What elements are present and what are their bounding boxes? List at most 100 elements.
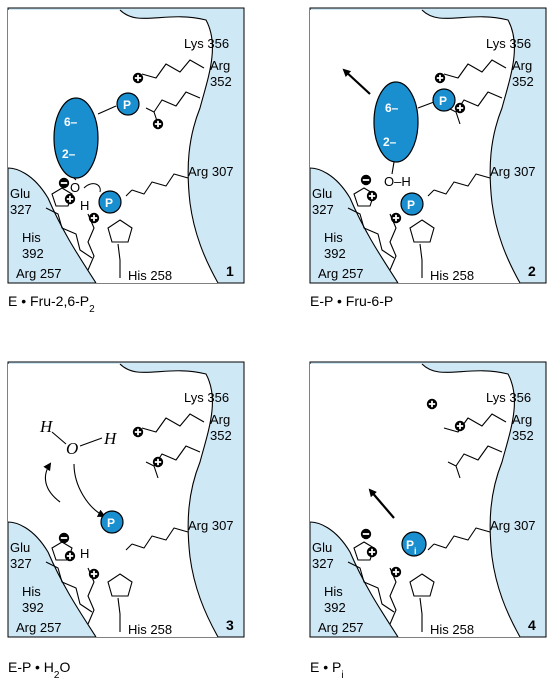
label-glu-b: 327 <box>10 202 32 217</box>
caption-panel-3: E-P • H2O <box>8 659 70 680</box>
label-his-392b: 392 <box>22 600 44 615</box>
phosphate-top-label: P <box>123 98 131 112</box>
label-arg-352b: 352 <box>512 74 534 89</box>
plus-circle-icon <box>132 426 144 438</box>
label-lys-356: Lys 356 <box>184 36 229 51</box>
hydroxyl-label: O–H <box>384 174 411 189</box>
phosphate-top-label: P <box>439 94 447 108</box>
panel-number: 1 <box>226 263 234 279</box>
plus-circle-icon <box>434 72 446 84</box>
label-glu-a: Glu <box>312 540 332 555</box>
label-lys-356: Lys 356 <box>486 390 531 405</box>
panel-2: 6– 2– P P O–H Lys 356 Arg 352 Arg 307 Gl… <box>309 7 547 284</box>
label-his-258: His 258 <box>128 268 172 283</box>
phosphate-inorganic <box>401 531 427 557</box>
plus-circle-icon <box>366 190 378 202</box>
plus-circle-icon <box>88 212 100 224</box>
water-h2: H <box>103 429 118 448</box>
label-arg-257: Arg 257 <box>318 620 364 635</box>
hydrogen-label: H <box>80 546 89 561</box>
label-arg-307: Arg 307 <box>490 518 536 533</box>
label-arg-307: Arg 307 <box>188 518 234 533</box>
hydrogen-label: H <box>80 198 89 213</box>
plus-circle-icon <box>152 456 164 468</box>
label-his-258: His 258 <box>430 622 474 637</box>
label-arg-257: Arg 257 <box>16 266 62 281</box>
label-his-392a: His <box>324 584 343 599</box>
phosphate-label: P <box>107 516 115 530</box>
plus-circle-icon <box>426 398 438 410</box>
arrow-icon <box>368 488 395 519</box>
caption-panel-1: E • Fru-2,6-P2 <box>8 293 95 315</box>
phosphate-bottom <box>400 192 424 216</box>
phosphate-bottom-label: P <box>105 196 113 210</box>
curved-arrow-icon <box>43 462 61 503</box>
label-arg-307: Arg 307 <box>490 164 536 179</box>
ellipse-top-charge: 6– <box>64 115 78 129</box>
label-arg-307: Arg 307 <box>188 164 234 179</box>
panel-number: 4 <box>528 617 536 633</box>
plus-circle-icon <box>132 72 144 84</box>
label-arg-352a: Arg <box>210 412 230 427</box>
label-arg-352b: 352 <box>210 428 232 443</box>
panel-number: 3 <box>226 617 234 633</box>
phosphate-bottom <box>98 190 122 214</box>
label-arg-352a: Arg <box>512 412 532 427</box>
panel-4: Pi Lys 356 Arg 352 Arg 307 Glu 327 His 3… <box>309 361 547 638</box>
plus-circle-icon <box>454 420 466 432</box>
ellipse-bottom-charge: 2– <box>383 135 397 149</box>
oxygen-label: O <box>70 180 80 195</box>
plus-circle-icon <box>454 102 466 114</box>
curved-arrow-icon <box>83 183 101 193</box>
label-his-392b: 392 <box>22 246 44 261</box>
ellipse-top-charge: 6– <box>385 101 399 115</box>
plus-circle-icon <box>152 118 164 130</box>
minus-circle-icon <box>58 532 70 544</box>
label-lys-356: Lys 356 <box>486 36 531 51</box>
plus-circle-icon <box>88 568 100 580</box>
fructose-ellipse <box>373 81 419 163</box>
arrow-icon <box>342 68 371 95</box>
label-his-392a: His <box>22 230 41 245</box>
water-h1: H <box>39 417 54 436</box>
panel-number: 2 <box>528 263 536 279</box>
plus-circle-icon <box>390 566 402 578</box>
minus-circle-icon <box>58 177 70 189</box>
plus-circle-icon <box>366 546 378 558</box>
label-arg-352a: Arg <box>210 58 230 73</box>
panel-3: H O H P H Lys 356 Arg 352 Arg 307 Glu 32… <box>7 361 245 638</box>
label-his-258: His 258 <box>128 622 172 637</box>
label-arg-352b: 352 <box>210 74 232 89</box>
label-glu-a: Glu <box>312 186 332 201</box>
phosphate <box>100 510 124 534</box>
label-his-392b: 392 <box>324 246 346 261</box>
label-his-258: His 258 <box>430 268 474 283</box>
minus-circle-icon <box>360 174 372 186</box>
label-arg-352a: Arg <box>512 58 532 73</box>
ellipse-bottom-charge: 2– <box>62 147 76 161</box>
water-o: O <box>66 439 78 458</box>
fructose-ellipse <box>53 97 99 179</box>
label-lys-356: Lys 356 <box>184 390 229 405</box>
plus-circle-icon <box>64 193 76 205</box>
label-arg-257: Arg 257 <box>16 620 62 635</box>
phosphate-inorganic-label: Pi <box>406 538 417 556</box>
panel-1: 6– 2– P P O H Lys 356 Arg 352 Arg 307 Gl… <box>7 7 245 284</box>
label-glu-b: 327 <box>312 202 334 217</box>
label-his-392a: His <box>324 230 343 245</box>
phosphate-top <box>432 88 456 112</box>
label-glu-b: 327 <box>10 556 32 571</box>
label-arg-352b: 352 <box>512 428 534 443</box>
caption-panel-2: E-P • Fru-6-P <box>310 293 393 309</box>
plus-circle-icon <box>64 550 76 562</box>
phosphate-top <box>116 92 140 116</box>
plus-circle-icon <box>390 212 402 224</box>
label-glu-a: Glu <box>10 186 30 201</box>
label-his-392b: 392 <box>324 600 346 615</box>
phosphate-bottom-label: P <box>407 198 415 212</box>
label-glu-b: 327 <box>312 556 334 571</box>
label-his-392a: His <box>22 584 41 599</box>
label-arg-257: Arg 257 <box>318 266 364 281</box>
label-glu-a: Glu <box>10 540 30 555</box>
